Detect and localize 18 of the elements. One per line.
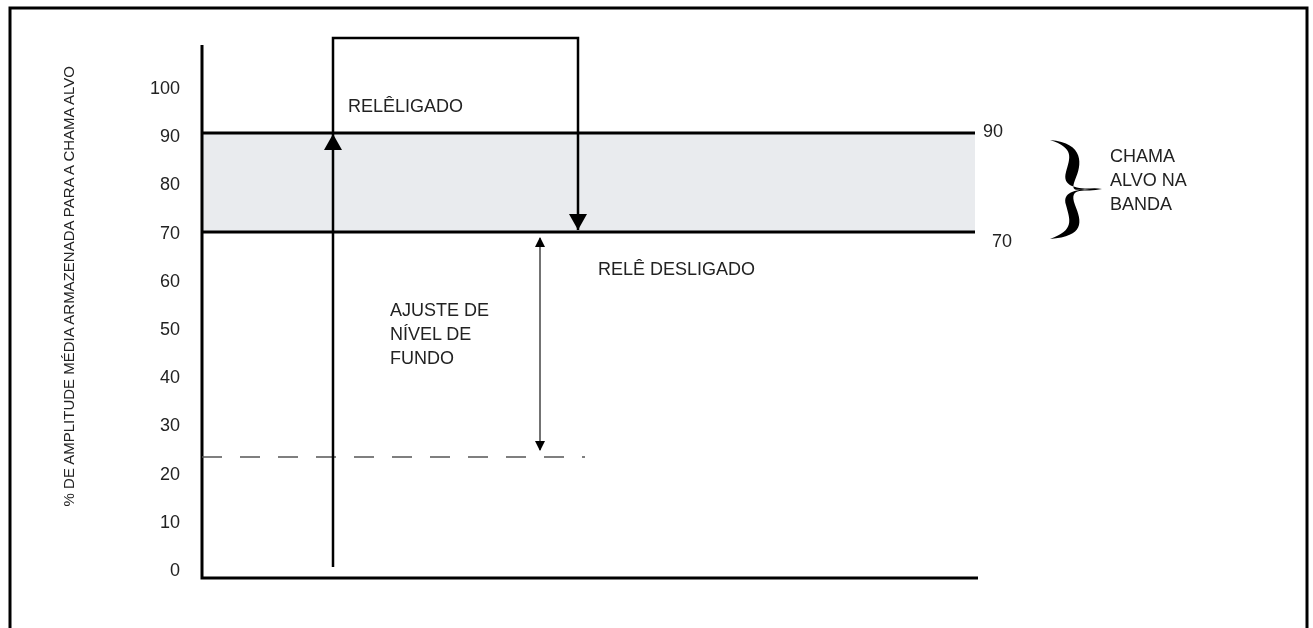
tick-label: 100 bbox=[148, 77, 180, 100]
setting-label: AJUSTE DE NÍVEL DE FUNDO bbox=[390, 299, 491, 370]
tick-label: 0 bbox=[169, 559, 180, 582]
axis-title: % DE AMPLITUDE MÉDIA ARMAZENADA PARA A CHAMA ALVO bbox=[60, 66, 78, 507]
tick-label: 90 bbox=[158, 125, 180, 149]
state-label: RELÊ DESLIGADO bbox=[598, 258, 756, 281]
state-label: RELÊLIGADO bbox=[348, 95, 464, 118]
threshold-value: 70 bbox=[992, 230, 1013, 253]
threshold-value: 90 bbox=[983, 120, 1004, 143]
tick-label: 70 bbox=[158, 221, 180, 245]
band-label: CHAMA ALVO NA BANDA bbox=[1110, 145, 1188, 216]
tick-label: 30 bbox=[158, 414, 180, 438]
tick-label: 40 bbox=[158, 366, 180, 390]
tick-label: 10 bbox=[158, 510, 180, 534]
tick-label: 50 bbox=[158, 318, 180, 341]
tick-label: 60 bbox=[158, 269, 180, 293]
tick-label: 80 bbox=[158, 173, 180, 197]
tick-label: 20 bbox=[158, 462, 180, 486]
